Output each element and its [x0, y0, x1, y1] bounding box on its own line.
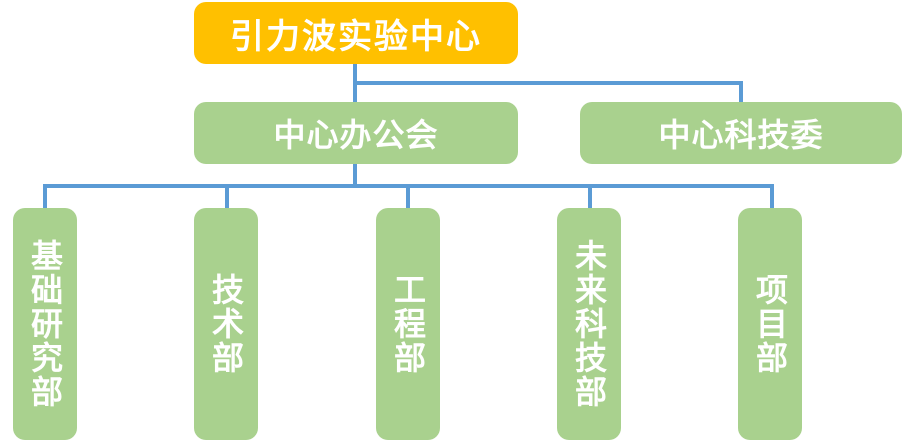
node-projects: 项目部 [738, 208, 802, 440]
node-center-office-label: 中心办公会 [273, 116, 439, 154]
connector-to-leaf-3 [406, 184, 410, 208]
connector-office-down [353, 164, 357, 188]
node-future-tech-label: 未来科技部 [570, 239, 608, 409]
connector-to-leaf-1 [43, 184, 47, 208]
node-tech-committee: 中心科技委 [580, 102, 902, 164]
connector-root-horizontal [353, 81, 743, 85]
node-tech-committee-label: 中心科技委 [658, 116, 824, 154]
root-node: 引力波实验中心 [194, 2, 518, 64]
connector-to-tech-committee [739, 81, 743, 102]
connector-level3-horizontal-right [325, 184, 774, 188]
node-center-office: 中心办公会 [194, 102, 518, 164]
node-engineering: 工程部 [376, 208, 440, 440]
node-engineering-label: 工程部 [389, 273, 427, 375]
node-projects-label: 项目部 [751, 273, 789, 375]
node-future-tech: 未来科技部 [557, 208, 621, 440]
root-node-label: 引力波实验中心 [230, 16, 482, 57]
connector-to-leaf-2 [225, 184, 229, 208]
node-basic-research: 基础研究部 [13, 208, 77, 440]
node-technology-label: 技术部 [207, 273, 245, 375]
node-technology: 技术部 [194, 208, 258, 440]
connector-to-leaf-4 [588, 184, 592, 208]
connector-level3-horizontal [43, 184, 326, 188]
node-basic-research-label: 基础研究部 [26, 239, 64, 409]
connector-to-leaf-5 [770, 184, 774, 208]
